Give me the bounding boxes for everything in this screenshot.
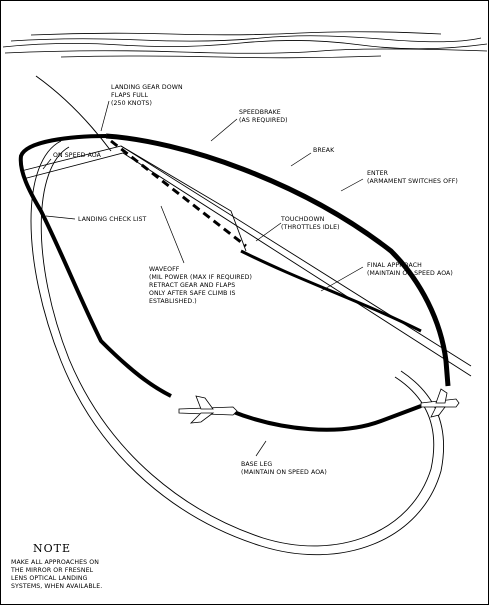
label-break: BREAK — [313, 147, 335, 154]
entry-path — [35, 75, 112, 152]
horizon-clouds — [2, 31, 488, 59]
leader-lines — [42, 100, 364, 457]
label-enter: ENTER (ARMAMENT SWITCHES OFF) — [367, 170, 458, 185]
flight-pattern — [18, 133, 451, 432]
label-speedbrake: SPEEDBRAKE (AS REQUIRED) — [239, 109, 288, 124]
aircraft-base-leg-icon — [178, 395, 238, 424]
label-touchdown: TOUCHDOWN (THROTTLES IDLE) — [280, 216, 340, 231]
note-body: MAKE ALL APPROACHES ON THE MIRROR OR FRE… — [10, 559, 102, 590]
label-landing-check-list: LANDING CHECK LIST — [78, 216, 147, 223]
waveoff-path — [110, 139, 247, 248]
ground-track — [30, 140, 445, 556]
label-waveoff: WAVEOFF (MIL POWER (MAX IF REQUIRED) RET… — [149, 266, 254, 305]
label-base-leg: BASE LEG (MAINTAIN ON SPEED AOA) — [241, 461, 327, 476]
aircraft-final-approach-icon — [420, 388, 460, 418]
label-landing-gear: LANDING GEAR DOWN FLAPS FULL (250 KNOTS) — [111, 84, 185, 107]
label-final-approach: FINAL APPROACH (MAINTAIN ON SPEED AOA) — [367, 262, 453, 277]
label-on-speed-aoa: ON SPEED AOA — [53, 152, 102, 159]
note-title: NOTE — [33, 542, 71, 555]
